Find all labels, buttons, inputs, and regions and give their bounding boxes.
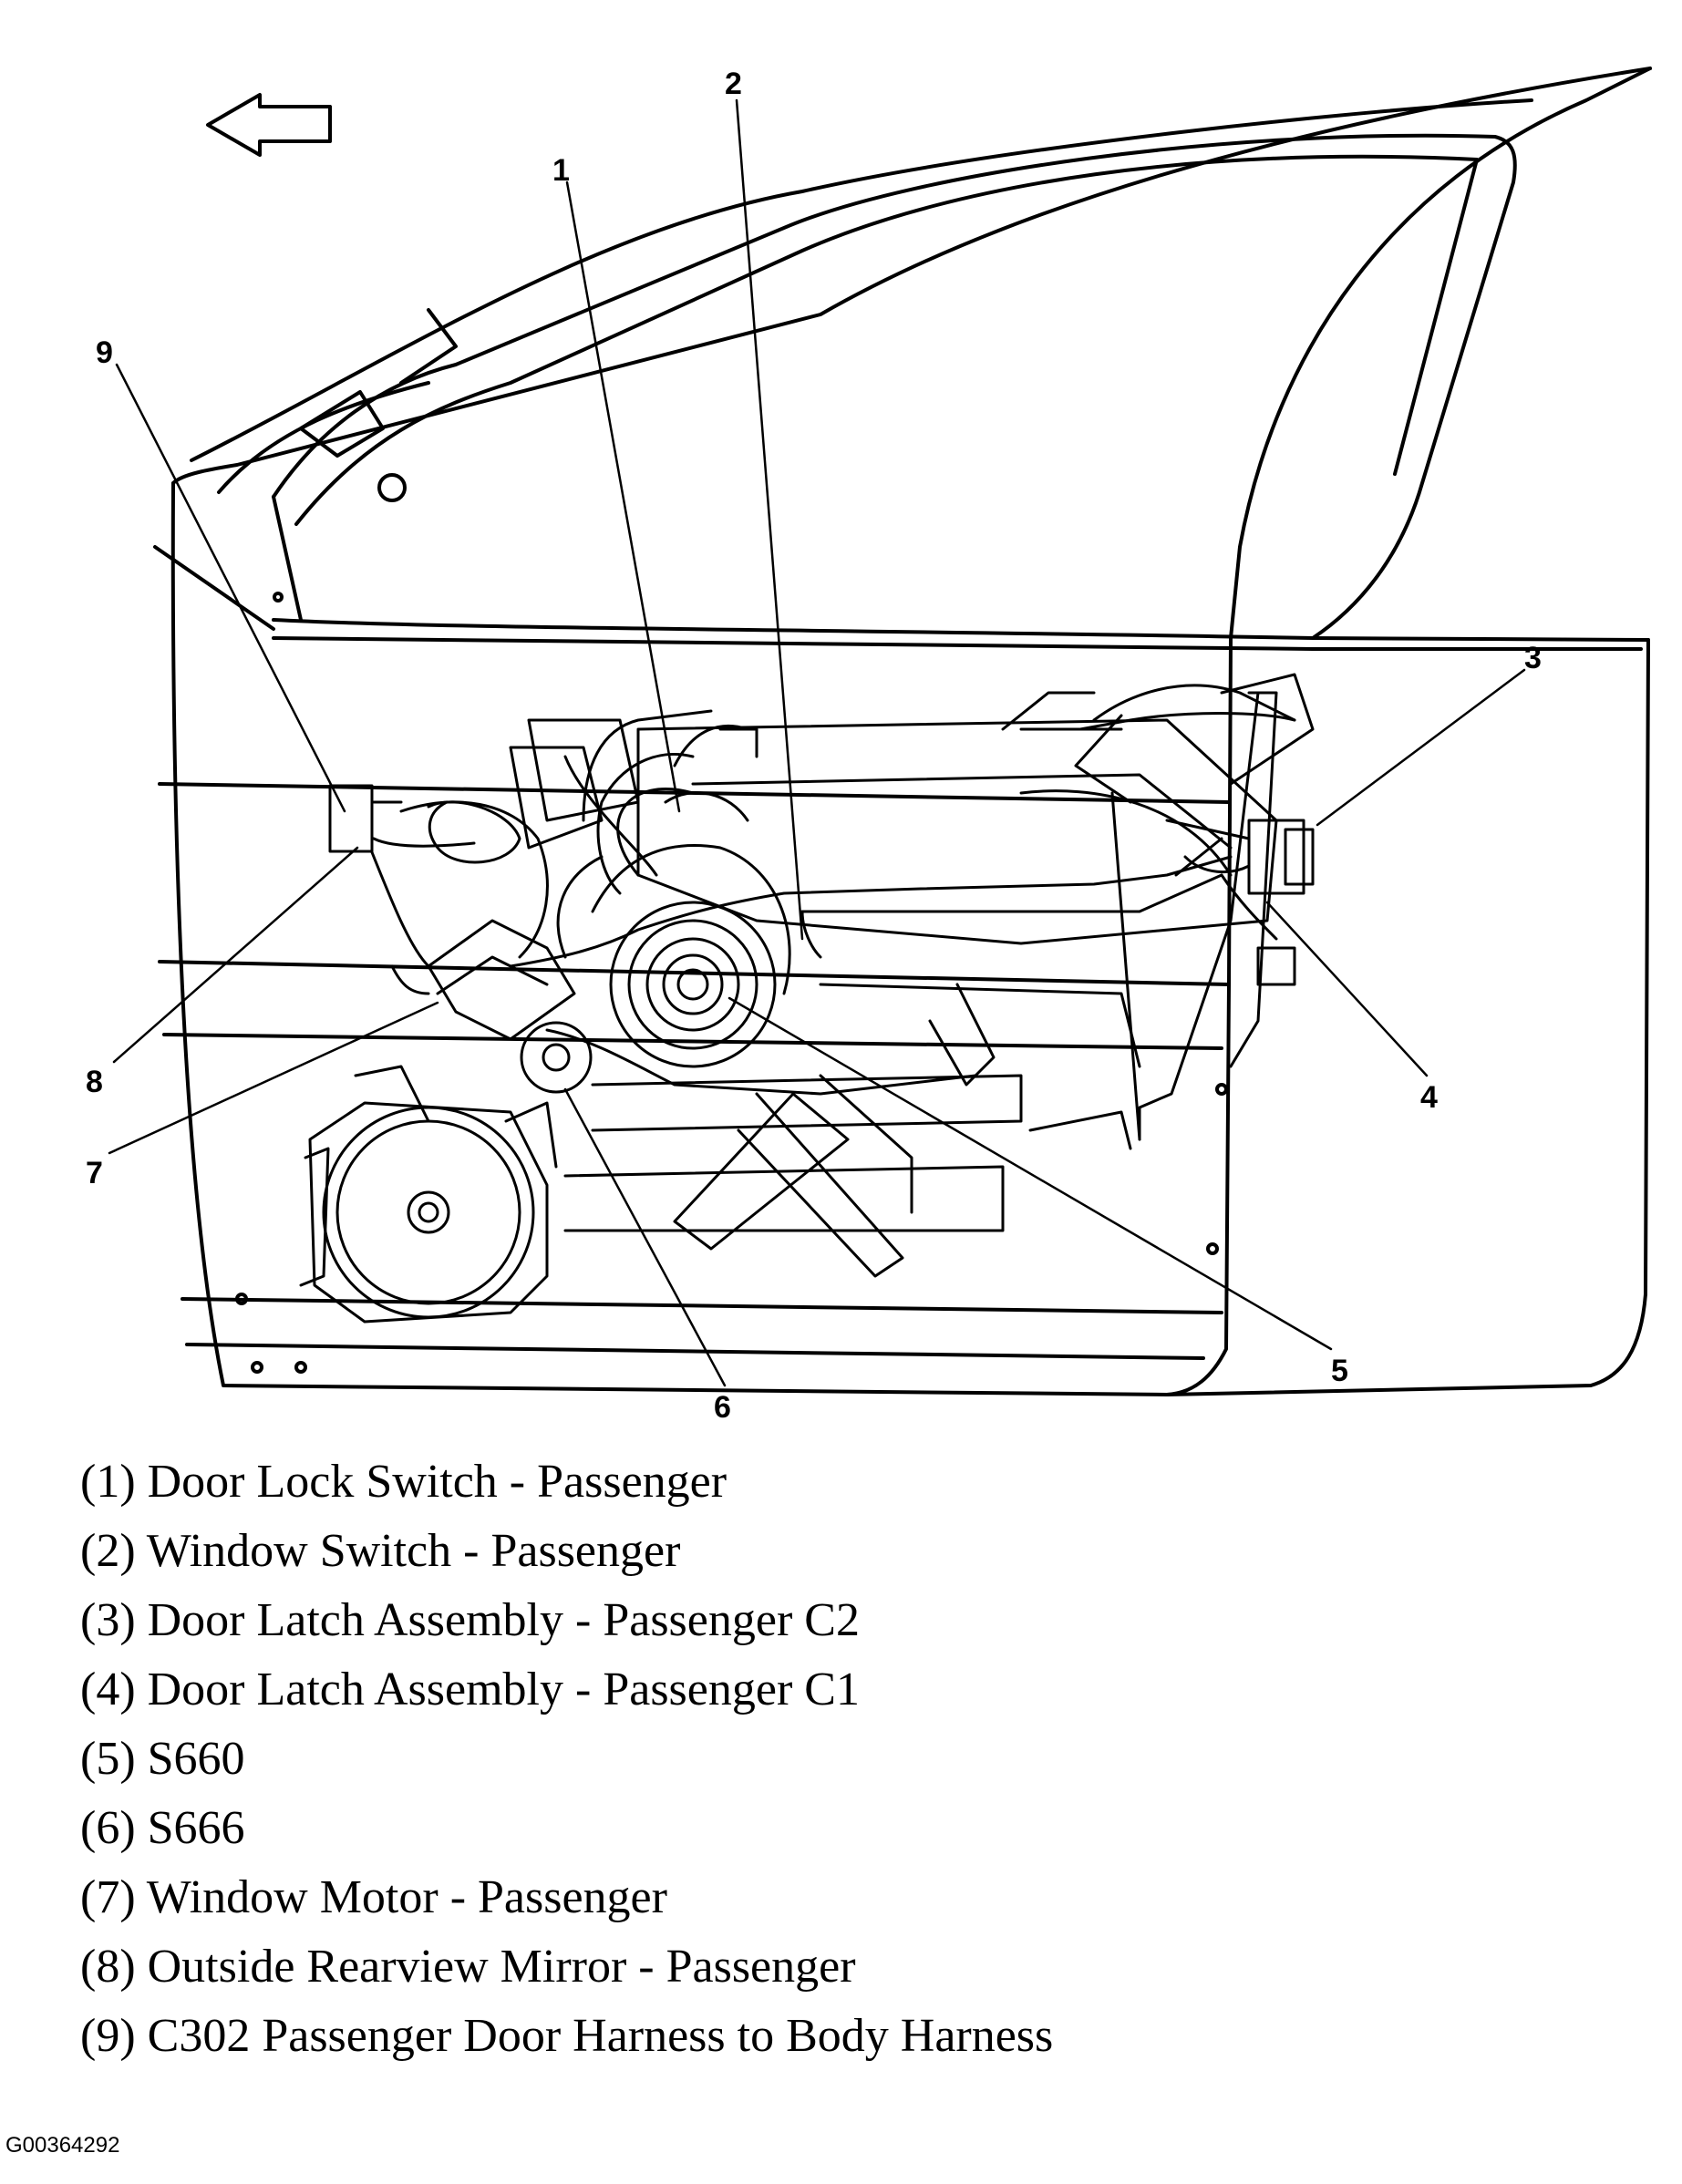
motor-gearbox bbox=[427, 919, 593, 1094]
mirror-connector bbox=[328, 784, 549, 995]
front-direction-arrow-icon bbox=[206, 93, 332, 157]
callout-3: 3 bbox=[1524, 641, 1542, 675]
door-latch-assembly bbox=[1165, 819, 1315, 986]
window-motor bbox=[556, 755, 791, 1068]
callout-6: 6 bbox=[714, 1390, 731, 1425]
speaker bbox=[299, 1065, 558, 1324]
callout-labels: 1 2 3 4 5 6 7 8 9 bbox=[86, 67, 1542, 1425]
legend-item: (4) Door Latch Assembly - Passenger C1 bbox=[80, 1664, 860, 1715]
callout-8: 8 bbox=[86, 1065, 103, 1099]
callout-1: 1 bbox=[552, 153, 570, 188]
callout-leaders bbox=[108, 98, 1526, 1387]
legend-item: (3) Door Latch Assembly - Passenger C2 bbox=[80, 1594, 860, 1646]
callout-7: 7 bbox=[86, 1156, 103, 1190]
legend-item: (5) S660 bbox=[80, 1733, 245, 1785]
callout-9: 9 bbox=[96, 335, 113, 370]
window-regulator bbox=[563, 673, 1315, 1278]
callout-4: 4 bbox=[1420, 1080, 1438, 1115]
door-outline bbox=[153, 67, 1652, 1396]
legend-item: (1) Door Lock Switch - Passenger bbox=[80, 1456, 727, 1508]
legend-item: (7) Window Motor - Passenger bbox=[80, 1871, 667, 1923]
legend-item: (8) Outside Rearview Mirror - Passenger bbox=[80, 1941, 856, 1993]
motor-housing bbox=[509, 709, 713, 895]
callout-2: 2 bbox=[725, 67, 742, 101]
door-wiring-diagram: 1 2 3 4 5 6 7 8 9 bbox=[86, 67, 1652, 1425]
legend-item: (6) S666 bbox=[80, 1802, 245, 1854]
door-harness bbox=[509, 691, 1233, 1096]
figure-id: G00364292 bbox=[5, 2133, 120, 2158]
legend-item: (2) Window Switch - Passenger bbox=[80, 1525, 681, 1577]
legend-item: (9) C302 Passenger Door Harness to Body … bbox=[80, 2010, 1054, 2062]
callout-5: 5 bbox=[1331, 1354, 1348, 1388]
component-legend: (1) Door Lock Switch - Passenger (2) Win… bbox=[80, 1447, 1630, 2071]
